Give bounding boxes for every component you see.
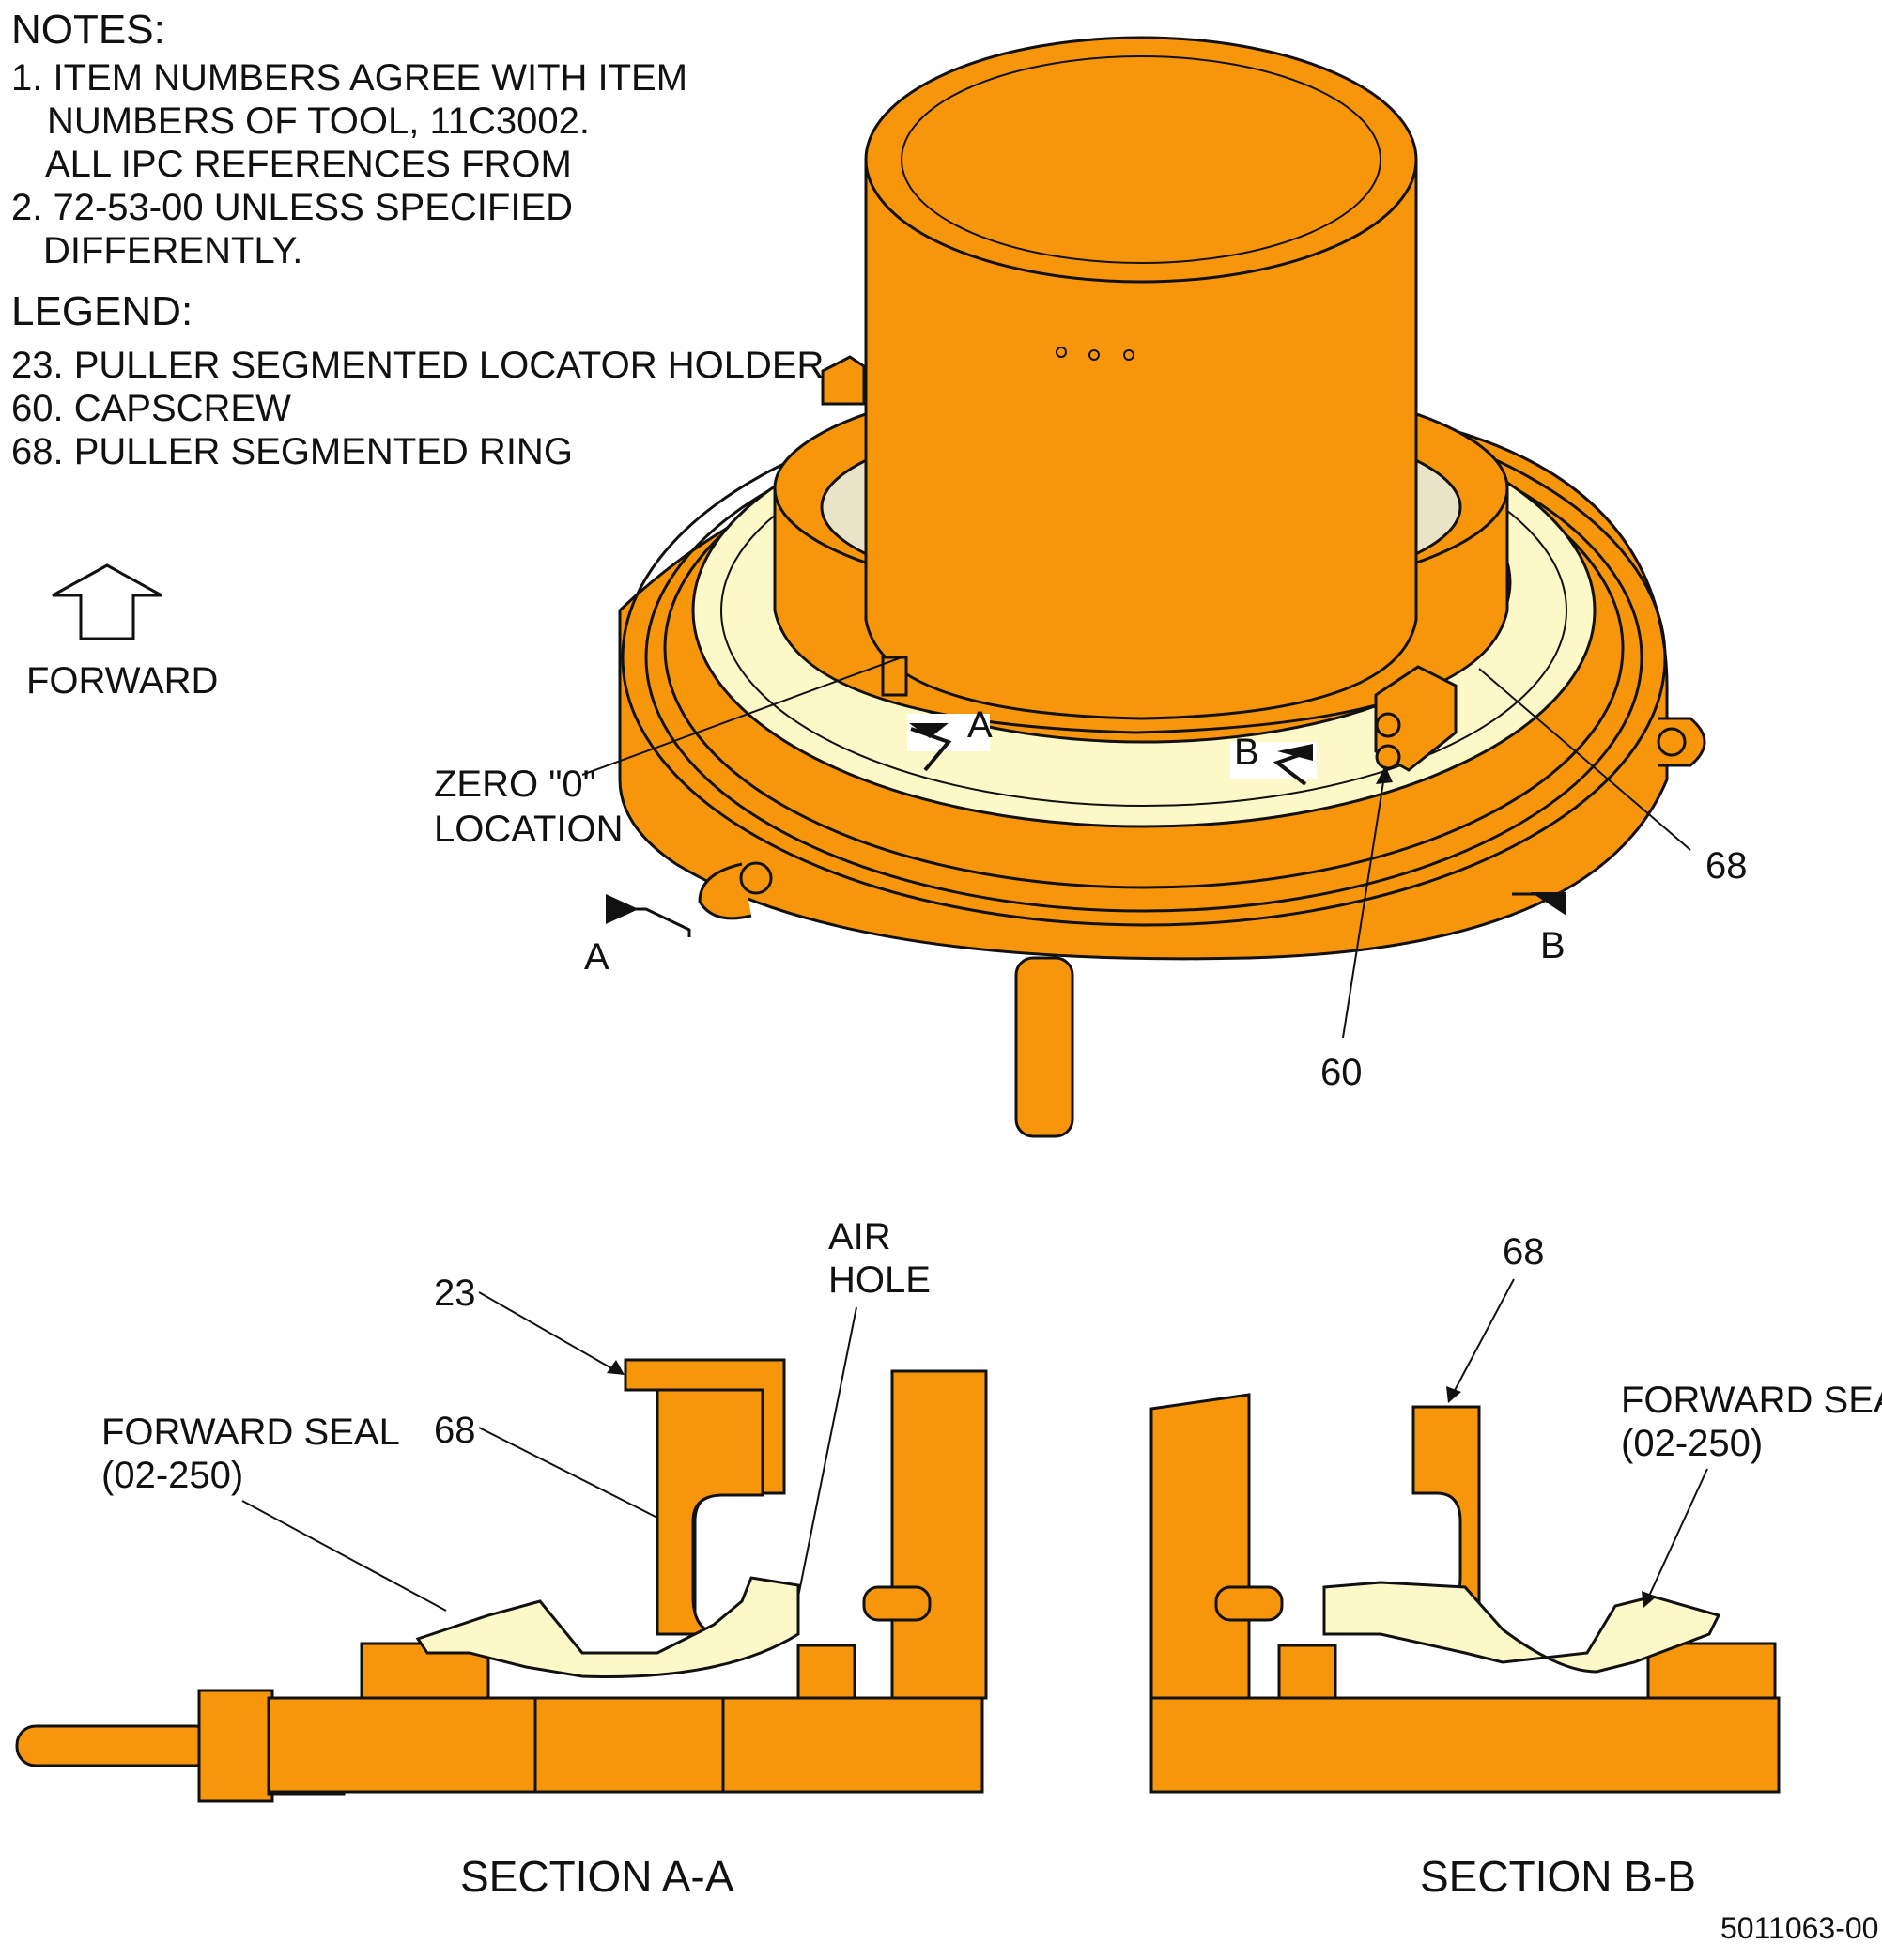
notes-block: NOTES: 1. ITEM NUMBERS AGREE WITH ITEM N… xyxy=(11,7,687,271)
section-bb-drawing xyxy=(1149,1393,1781,1794)
aa-seal-line-1: FORWARD SEAL xyxy=(101,1412,400,1453)
callout-68-bb-label: 68 xyxy=(1503,1231,1545,1273)
bb-mid-block xyxy=(1277,1644,1337,1700)
locator-block-top xyxy=(821,355,866,406)
forward-label: FORWARD xyxy=(26,660,218,702)
legend-title: LEGEND: xyxy=(11,288,193,334)
aa-base-plate xyxy=(267,1696,984,1794)
drawing-number: 5011063-00 xyxy=(1720,1911,1878,1945)
inline-b-label: B xyxy=(1234,732,1259,773)
notes-title: NOTES: xyxy=(11,7,165,53)
bb-pillar-cap xyxy=(1214,1585,1284,1622)
zero-location-line-1: ZERO "0" xyxy=(434,764,596,805)
inline-a-label: A xyxy=(967,704,993,746)
bb-forward-seal xyxy=(1322,1581,1721,1674)
note-line-1: 1. ITEM NUMBERS AGREE WITH ITEM xyxy=(11,57,687,99)
bb-seal-line-1: FORWARD SEAL xyxy=(1621,1380,1882,1421)
main-cylinder-top xyxy=(864,36,1418,284)
zero-location-line-2: LOCATION xyxy=(434,809,624,850)
section-bb-callouts: 68 FORWARD SEAL (02-250) SECTION B-B xyxy=(1420,1231,1882,1901)
section-aa-drawing xyxy=(15,1358,988,1803)
bb-left-pillar xyxy=(1149,1393,1251,1700)
inline-section-b-arrow: B xyxy=(1230,732,1317,786)
bb-seal-line-2: (02-250) xyxy=(1621,1423,1763,1464)
aa-pillar-cap xyxy=(862,1585,932,1622)
section-b-marker: B xyxy=(1512,892,1566,966)
forward-indicator: FORWARD xyxy=(26,563,218,702)
section-a-marker: A xyxy=(584,894,691,978)
section-bb-title: SECTION B-B xyxy=(1420,1852,1696,1901)
callout-68-iso-label: 68 xyxy=(1705,845,1748,887)
zero-locator-block xyxy=(881,656,908,697)
aa-mid-block xyxy=(796,1644,856,1700)
legend-item-23: 23. PULLER SEGMENTED LOCATOR HOLDER xyxy=(11,345,824,386)
callout-60-iso: 60 xyxy=(1320,765,1393,1093)
isometric-tool-view xyxy=(618,36,1706,1138)
bb-base-plate xyxy=(1149,1696,1781,1794)
section-aa-callouts: 23 68 AIR HOLE FORWARD SEAL (02-250) SEC… xyxy=(101,1216,931,1901)
section-a-label: A xyxy=(584,936,609,978)
note-line-4: 2. 72-53-00 UNLESS SPECIFIED xyxy=(11,187,573,228)
aa-forward-seal xyxy=(415,1576,800,1678)
forward-arrow-icon xyxy=(52,563,162,640)
callout-68-iso: 68 xyxy=(1478,668,1748,887)
legend-block: LEGEND: 23. PULLER SEGMENTED LOCATOR HOL… xyxy=(11,288,824,472)
aa-right-pillar xyxy=(890,1369,988,1700)
section-aa-title: SECTION A-A xyxy=(460,1852,734,1901)
note-line-2: NUMBERS OF TOOL, 11C3002. xyxy=(47,100,590,142)
handle-collar xyxy=(197,1689,274,1803)
note-line-5: DIFFERENTLY. xyxy=(43,230,302,271)
main-cylinder-top-inner xyxy=(901,55,1381,264)
center-shaft xyxy=(1014,956,1074,1138)
cylinder-hole-3 xyxy=(1123,349,1134,361)
zero-location-callout: ZERO "0" LOCATION xyxy=(434,656,902,850)
note-line-3: ALL IPC REFERENCES FROM xyxy=(45,144,572,185)
callout-23-label: 23 xyxy=(434,1273,476,1314)
bb-right-block xyxy=(1646,1642,1777,1700)
lifting-eye-left xyxy=(698,861,773,920)
capscrew-block-60 xyxy=(1374,665,1458,772)
cylinder-hole-2 xyxy=(1088,349,1100,361)
callout-60-iso-label: 60 xyxy=(1320,1052,1363,1093)
legend-item-60: 60. CAPSCREW xyxy=(11,388,291,429)
aa-seal-line-2: (02-250) xyxy=(101,1455,243,1496)
callout-68-aa-label: 68 xyxy=(434,1410,476,1451)
air-hole-line-1: AIR xyxy=(828,1216,891,1258)
legend-item-68: 68. PULLER SEGMENTED RING xyxy=(11,431,573,472)
cylinder-hole-1 xyxy=(1056,347,1067,358)
inline-section-a-arrow: A xyxy=(907,704,993,772)
handle-pin xyxy=(15,1724,216,1767)
lifting-eye-right xyxy=(1657,717,1706,767)
air-hole-line-2: HOLE xyxy=(828,1259,931,1301)
section-b-label: B xyxy=(1540,925,1566,966)
